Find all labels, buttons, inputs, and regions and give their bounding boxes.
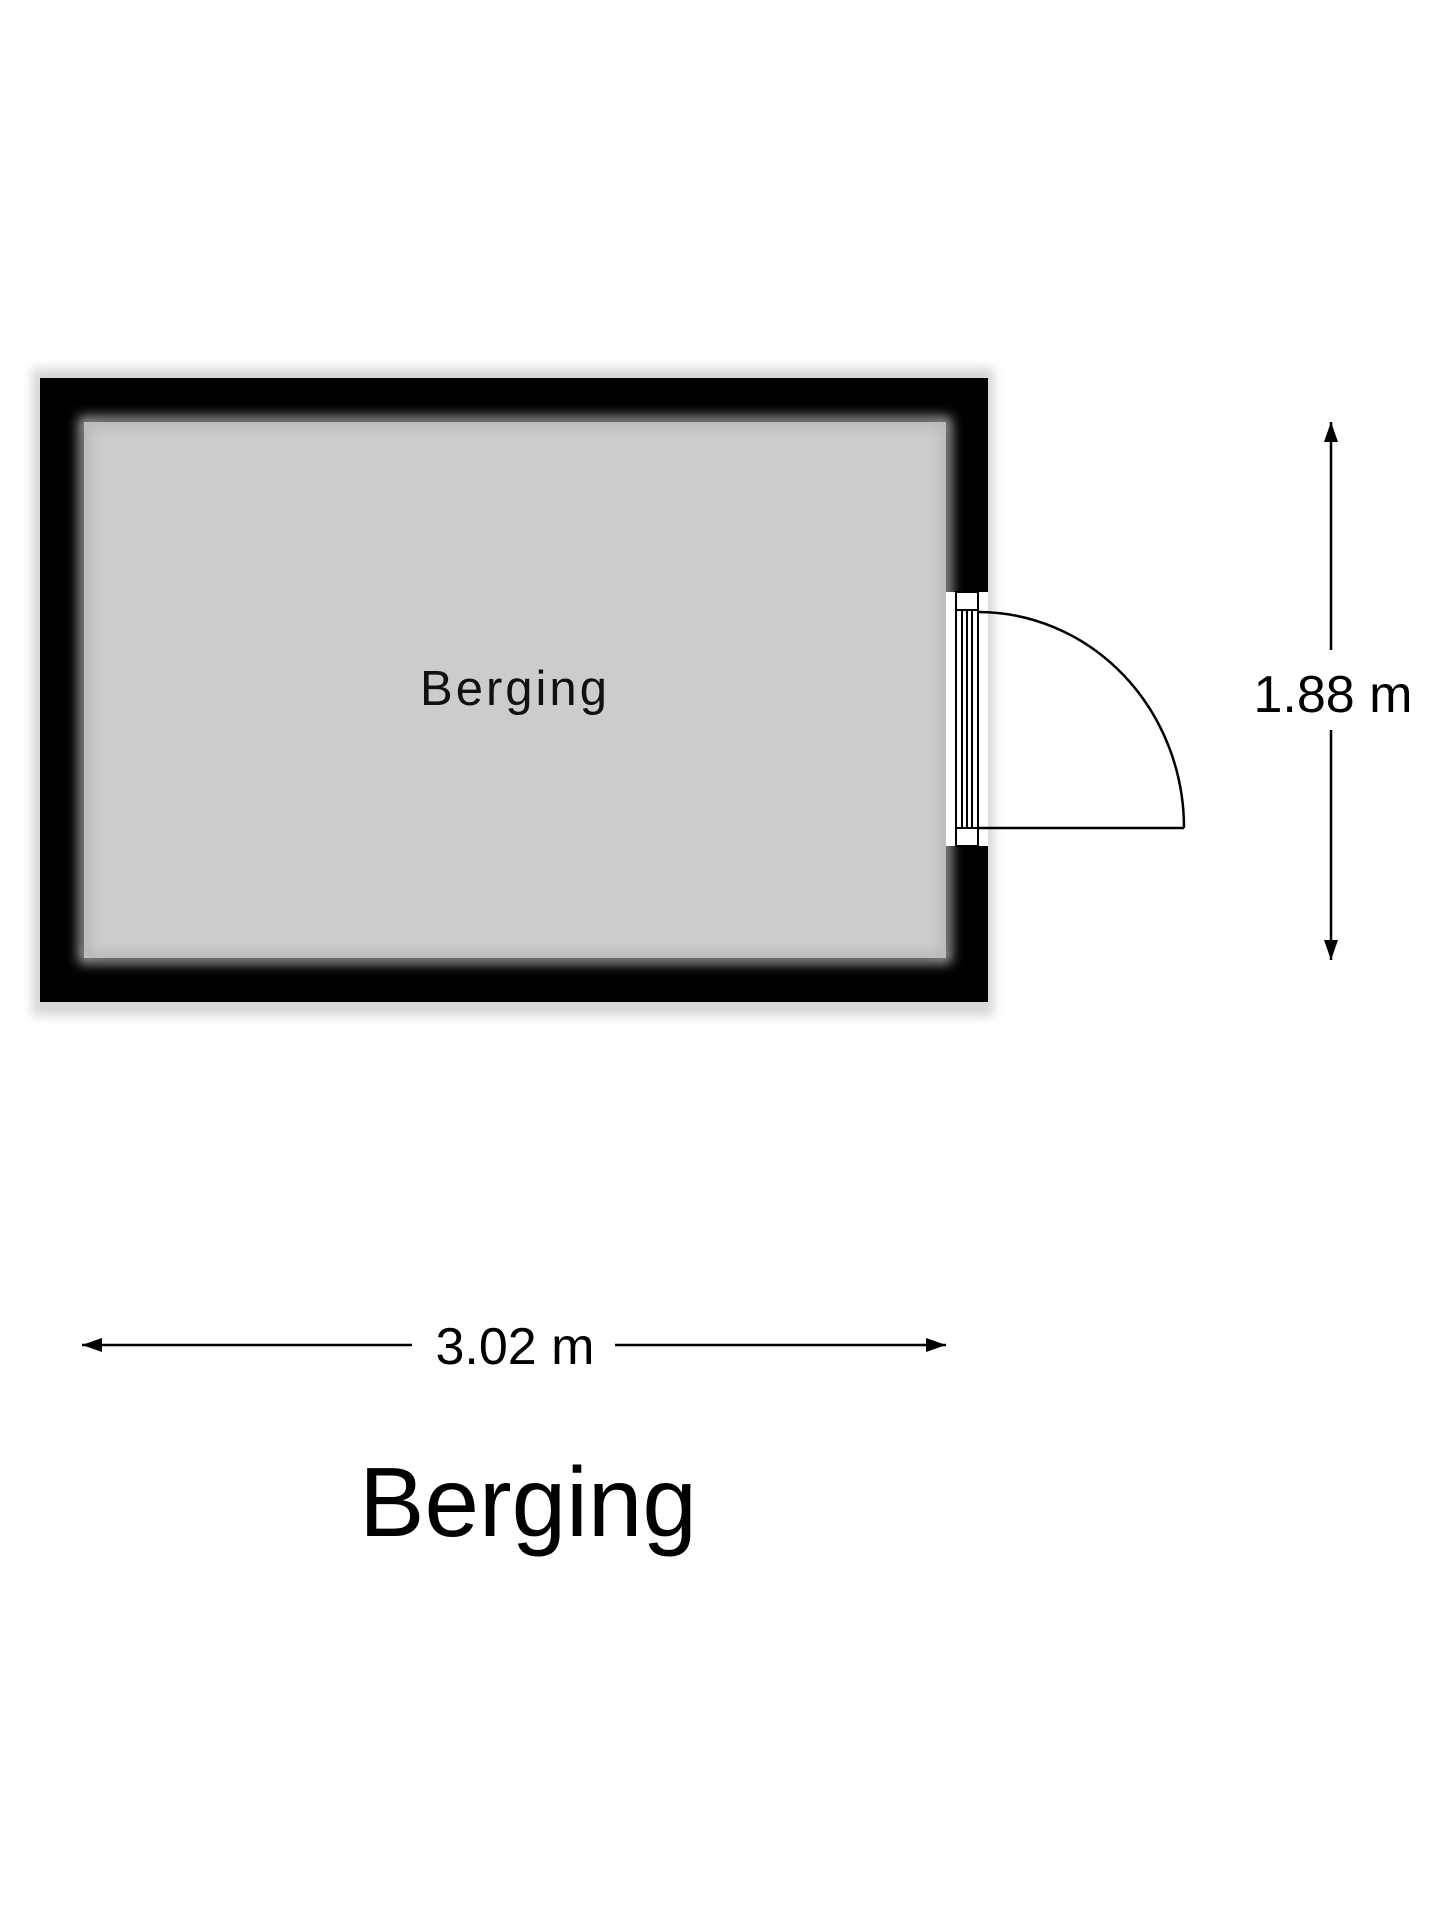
height-dimension-label: 1.88 m (1254, 666, 1413, 724)
room-floor (84, 422, 946, 958)
plan-title: Berging (359, 1447, 697, 1557)
width-dimension: 3.02 m (82, 1318, 946, 1376)
door-frame (955, 591, 979, 847)
height-dimension: 1.88 m (1254, 422, 1413, 960)
width-dimension-label: 3.02 m (436, 1318, 595, 1376)
room-label: Berging (420, 662, 610, 716)
door-swing (977, 610, 1186, 830)
